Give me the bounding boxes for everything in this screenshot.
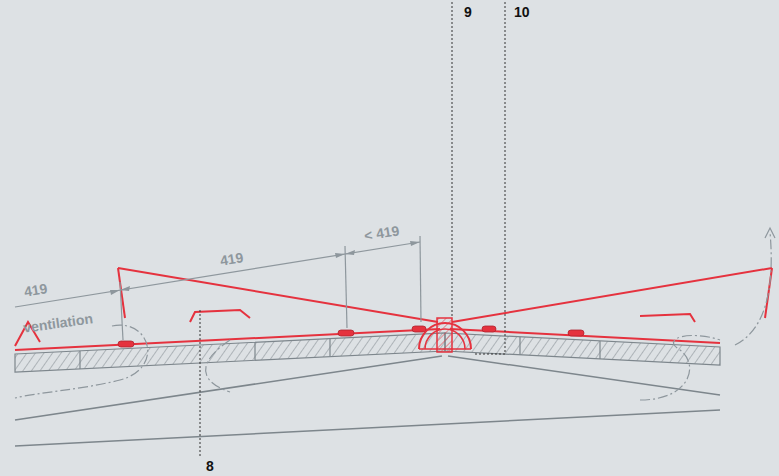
ridge-cap [419,318,471,352]
dimension-label: 419 [23,282,48,299]
dimension-label: 419 [219,250,244,267]
dimension-lines [15,236,421,340]
rafter-lines [15,356,720,446]
batten [118,326,584,347]
dimension-label: < 419 [363,223,400,242]
callout-number: 9 [464,5,472,19]
roof-deck [15,333,720,372]
annotation-label: ventilation [22,311,93,335]
ventilation-flow [15,232,771,400]
dimension-arrows [110,241,420,295]
callout-number: 8 [206,459,214,473]
flow-arrow [765,228,775,238]
callout-number: 10 [514,5,530,19]
callout-leaders [200,2,505,458]
underlay-membrane [15,268,772,350]
